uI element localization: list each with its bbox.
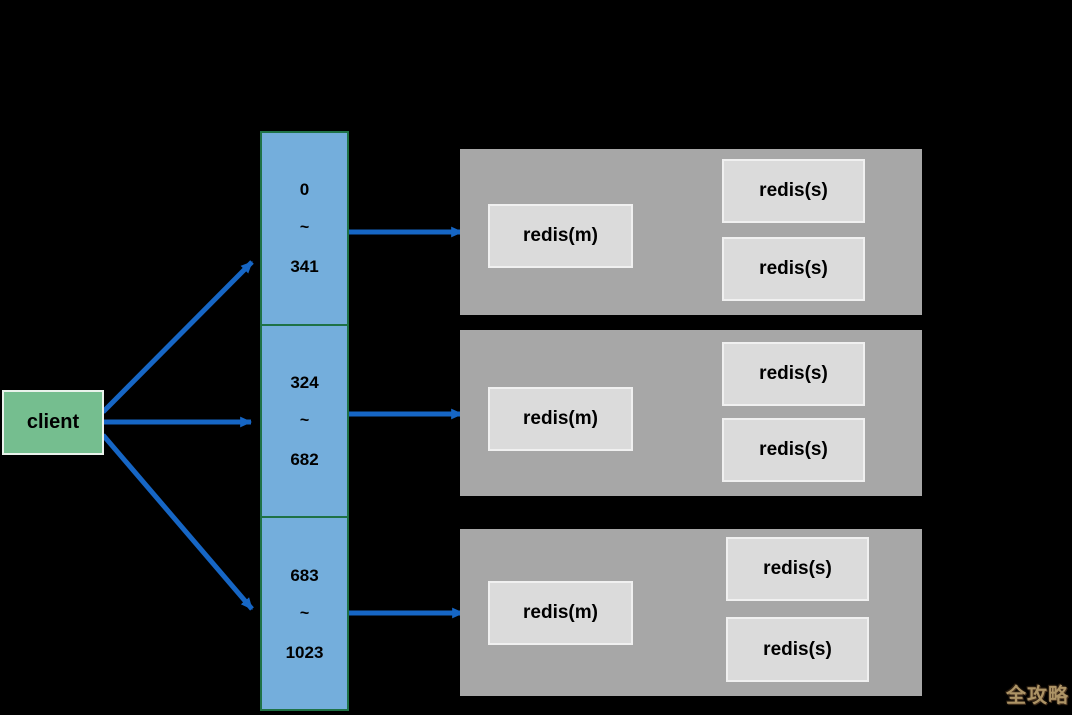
client-label: client xyxy=(26,411,80,433)
slot-range-separator: ~ xyxy=(299,412,310,429)
slot-range-start: 324 xyxy=(290,373,319,392)
redis-master-node: redis(m) xyxy=(488,204,633,268)
redis-slave-label: redis(s) xyxy=(759,258,828,279)
redis-master-label: redis(m) xyxy=(523,602,598,623)
shard-group-1: redis(m) redis(s) redis(s) xyxy=(460,149,922,315)
shard-group-3: redis(m) redis(s) redis(s) xyxy=(460,529,922,696)
slot-range-end: 341 xyxy=(290,257,319,277)
redis-slave-label: redis(s) xyxy=(759,439,828,460)
slot-range-separator: ~ xyxy=(299,219,310,237)
slot-range-start: 683 xyxy=(290,565,319,585)
slot-range-segment-2: 324 ~ 682 xyxy=(262,326,347,519)
slot-range-column: 0 ~ 341 324 ~ 682 683 ~ 1023 xyxy=(260,131,349,711)
slot-range-end: 682 xyxy=(290,450,319,469)
redis-slave-label: redis(s) xyxy=(759,180,828,201)
slot-range-separator: ~ xyxy=(299,604,310,622)
redis-slave-label: redis(s) xyxy=(759,363,828,384)
slot-range-segment-3: 683 ~ 1023 xyxy=(262,518,347,709)
redis-slave-label: redis(s) xyxy=(763,638,832,660)
redis-slave-node: redis(s) xyxy=(722,159,865,223)
client-node: client xyxy=(2,390,104,455)
arrow-client-to-segment-3 xyxy=(101,433,254,611)
arrow-client-to-segment-1 xyxy=(101,260,254,414)
redis-master-node: redis(m) xyxy=(488,581,633,645)
slot-range-start: 0 xyxy=(299,180,310,200)
redis-slave-label: redis(s) xyxy=(763,558,832,579)
slot-range-end: 1023 xyxy=(285,642,324,662)
slot-range-segment-1: 0 ~ 341 xyxy=(262,133,347,326)
shard-group-2: redis(m) redis(s) redis(s) xyxy=(460,330,922,496)
watermark-text: 全攻略 xyxy=(1006,685,1069,707)
redis-slave-node: redis(s) xyxy=(722,237,865,301)
redis-master-label: redis(m) xyxy=(523,225,598,246)
redis-master-node: redis(m) xyxy=(488,387,633,451)
redis-slave-node: redis(s) xyxy=(726,617,869,682)
redis-slave-node: redis(s) xyxy=(726,537,869,601)
redis-slave-node: redis(s) xyxy=(722,342,865,406)
redis-master-label: redis(m) xyxy=(523,408,598,429)
redis-slave-node: redis(s) xyxy=(722,418,865,482)
